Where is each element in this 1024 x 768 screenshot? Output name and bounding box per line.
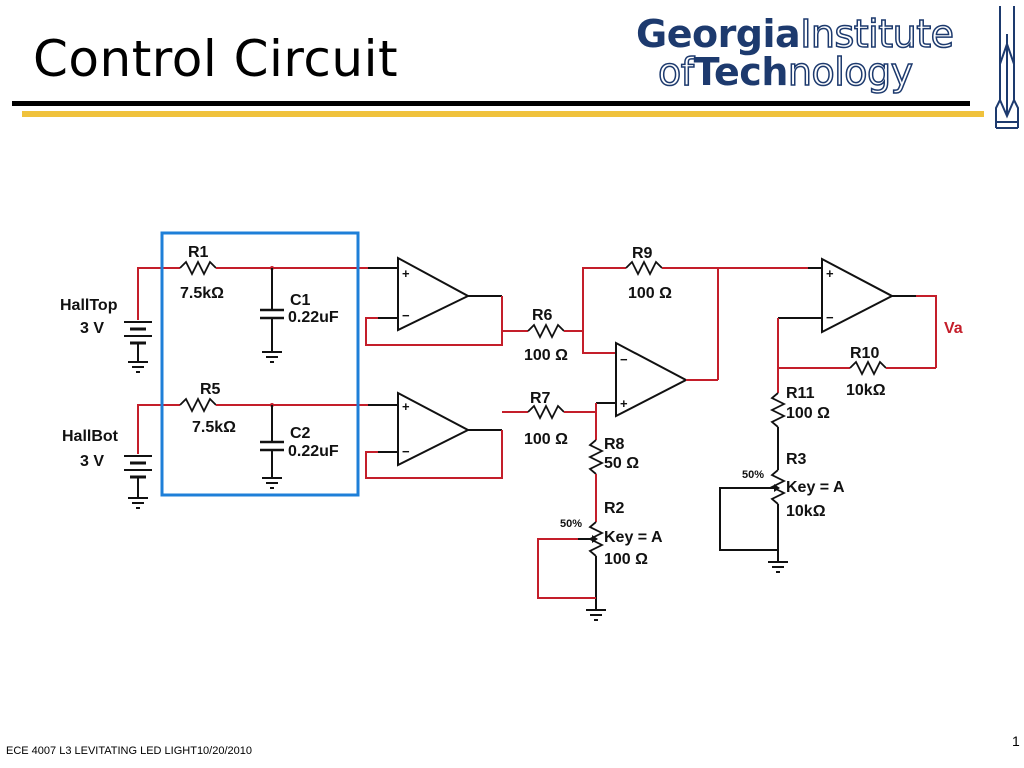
output-va-label: Va bbox=[944, 320, 963, 337]
r9-name: R9 bbox=[632, 245, 653, 262]
resistor-r7: R7 100 Ω bbox=[502, 390, 596, 448]
battery-halltop: HallTop 3 V bbox=[60, 267, 180, 373]
resistor-r1: R1 7.5kΩ bbox=[179, 244, 272, 302]
battery-bot-name: HallBot bbox=[62, 428, 119, 445]
slide-title: Control Circuit bbox=[33, 30, 399, 88]
georgia-tech-logo: GeorgiaInstitute ofTechnology bbox=[636, 11, 996, 95]
logo-line-2: ofTechnology bbox=[657, 49, 914, 95]
r5-value: 7.5kΩ bbox=[192, 419, 236, 436]
opamp-2: + − bbox=[365, 391, 503, 479]
r10-name: R10 bbox=[850, 345, 879, 362]
r2-name: R2 bbox=[604, 500, 625, 517]
capacitor-c2: C2 0.22uF bbox=[260, 403, 368, 489]
battery-hallbot: HallBot 3 V bbox=[62, 404, 180, 509]
tech-tower-icon bbox=[995, 6, 1019, 129]
logo-line-1: GeorgiaInstitute bbox=[636, 11, 955, 57]
opamp-2-minus: − bbox=[402, 444, 410, 459]
r3-name: R3 bbox=[786, 451, 807, 468]
opamp-3-difference: − + bbox=[582, 331, 718, 418]
c2-name: C2 bbox=[290, 425, 311, 442]
rc-filter-highlight-box bbox=[160, 231, 360, 497]
c2-value: 0.22uF bbox=[288, 443, 339, 460]
r5-name: R5 bbox=[200, 381, 221, 398]
opamp-4-gain: + − Va bbox=[718, 257, 963, 368]
opamp-3-plus: + bbox=[620, 396, 628, 411]
c1-value: 0.22uF bbox=[288, 309, 339, 326]
r11-value: 100 Ω bbox=[786, 405, 830, 422]
opamp-1: + − bbox=[365, 256, 503, 346]
page-number: 1 bbox=[1012, 733, 1020, 749]
r3-value: 10kΩ bbox=[786, 503, 826, 520]
title-rule-black bbox=[12, 101, 970, 106]
r3-setting: 50% bbox=[742, 469, 764, 481]
r7-value: 100 Ω bbox=[524, 431, 568, 448]
potentiometer-r3: 50% R3 Key = A 10kΩ bbox=[719, 451, 845, 573]
r2-value: 100 Ω bbox=[604, 551, 648, 568]
battery-top-name: HallTop bbox=[60, 297, 118, 314]
resistor-r8: R8 50 Ω bbox=[587, 403, 639, 522]
r6-name: R6 bbox=[532, 307, 553, 324]
title-rule-gold bbox=[22, 111, 984, 117]
c1-name: C1 bbox=[290, 292, 311, 309]
resistor-r6: R6 100 Ω bbox=[502, 307, 583, 364]
r3-key: Key = A bbox=[786, 479, 845, 496]
r1-name: R1 bbox=[188, 244, 209, 261]
resistor-r9: R9 100 Ω bbox=[582, 245, 719, 380]
r2-setting: 50% bbox=[560, 518, 582, 530]
opamp-1-minus: − bbox=[402, 308, 410, 323]
r11-name: R11 bbox=[786, 385, 815, 402]
r6-value: 100 Ω bbox=[524, 347, 568, 364]
opamp-2-plus: + bbox=[402, 399, 410, 414]
potentiometer-r2: 50% R2 Key = A 100 Ω bbox=[537, 500, 663, 621]
battery-bot-value: 3 V bbox=[80, 453, 104, 470]
slide-footer: ECE 4007 L3 LEVITATING LED LIGHT10/20/20… bbox=[6, 745, 252, 757]
r8-value: 50 Ω bbox=[604, 455, 639, 472]
r8-name: R8 bbox=[604, 436, 625, 453]
r7-name: R7 bbox=[530, 390, 551, 407]
opamp-4-plus: + bbox=[826, 266, 834, 281]
opamp-4-minus: − bbox=[826, 310, 834, 325]
r9-value: 100 Ω bbox=[628, 285, 672, 302]
battery-top-value: 3 V bbox=[80, 320, 104, 337]
capacitor-c1: C1 0.22uF bbox=[260, 266, 368, 363]
r1-value: 7.5kΩ bbox=[180, 285, 224, 302]
opamp-3-minus: − bbox=[620, 352, 628, 367]
resistor-r11: R11 100 Ω bbox=[769, 368, 830, 470]
resistor-r5: R5 7.5kΩ bbox=[179, 381, 272, 436]
r10-value: 10kΩ bbox=[846, 382, 886, 399]
resistor-r10: R10 10kΩ bbox=[777, 318, 936, 399]
r2-key: Key = A bbox=[604, 529, 663, 546]
opamp-1-plus: + bbox=[402, 266, 410, 281]
